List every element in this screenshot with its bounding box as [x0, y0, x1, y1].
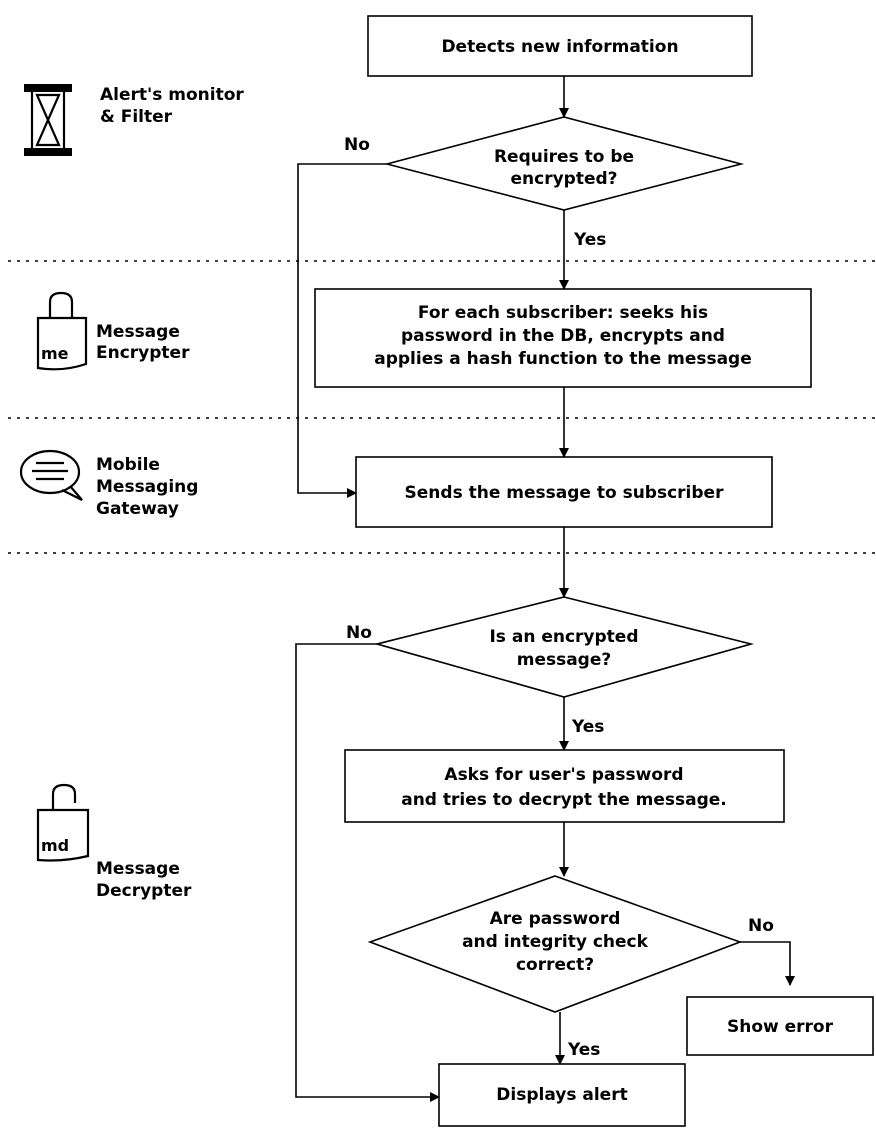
edge-label-no: No — [344, 135, 370, 155]
lane-name-line2: Encrypter — [96, 343, 190, 363]
node-text: Requires to be — [494, 147, 634, 167]
node-text: and integrity check — [462, 932, 649, 952]
process-box-show-error: Show error — [686, 996, 874, 1056]
node-text: Asks for user's password — [444, 765, 683, 785]
node-text: and tries to decrypt the message. — [401, 790, 727, 810]
lane-name-line3: Gateway — [96, 499, 179, 519]
lane-name-line2: & Filter — [100, 107, 173, 127]
process-box-detect: Detects new information — [367, 15, 753, 77]
lock-closed-icon: me — [36, 291, 88, 371]
process-box-ask-password: Asks for user's password and tries to de… — [344, 749, 785, 823]
decision-check: Are password and integrity check correct… — [367, 875, 743, 1013]
edge-label-yes: Yes — [567, 1040, 600, 1060]
flow-arrow-no — [740, 941, 795, 986]
node-text: Is an encrypted — [489, 627, 638, 647]
lane-name-line1: Message — [96, 322, 180, 342]
node-text: encrypted? — [510, 169, 617, 189]
edge-label-yes: Yes — [573, 230, 606, 250]
node-text: message? — [517, 650, 612, 670]
edge-label-yes: Yes — [571, 717, 604, 737]
node-text: correct? — [516, 955, 594, 975]
decision-is-encrypted: Is an encrypted message? — [373, 596, 755, 698]
process-box-send: Sends the message to subscriber — [355, 456, 773, 528]
node-text: Show error — [727, 1017, 834, 1037]
edge-label-no: No — [748, 916, 774, 936]
node-text: Detects new information — [441, 37, 678, 57]
node-text: password in the DB, encrypts and — [401, 326, 725, 346]
node-text: For each subscriber: seeks his — [418, 303, 708, 323]
lock-open-icon: md — [36, 783, 90, 862]
lane-name-line2: Messaging — [96, 477, 198, 497]
flow-arrow-no — [295, 643, 440, 1102]
node-text: applies a hash function to the message — [374, 349, 752, 369]
hourglass-icon — [24, 84, 72, 156]
decision-requires-encrypt: Requires to be encrypted? — [383, 116, 745, 211]
process-box-encrypt: For each subscriber: seeks his password … — [314, 288, 812, 388]
flow-arrow-no — [297, 163, 387, 498]
lane-name-line1: Alert's monitor — [100, 85, 244, 105]
lane-name-line1: Mobile — [96, 455, 160, 475]
lane-name-line1: Message — [96, 859, 180, 879]
edge-label-no: No — [346, 623, 372, 643]
node-text: Sends the message to subscriber — [405, 483, 725, 503]
lock-label: me — [41, 344, 69, 363]
lock-label: md — [41, 836, 69, 855]
speech-bubble-icon — [19, 449, 83, 501]
node-text: Displays alert — [496, 1085, 627, 1105]
lane-name-line2: Decrypter — [96, 881, 192, 901]
node-text: Are password — [490, 909, 621, 929]
process-box-display: Displays alert — [438, 1063, 686, 1127]
